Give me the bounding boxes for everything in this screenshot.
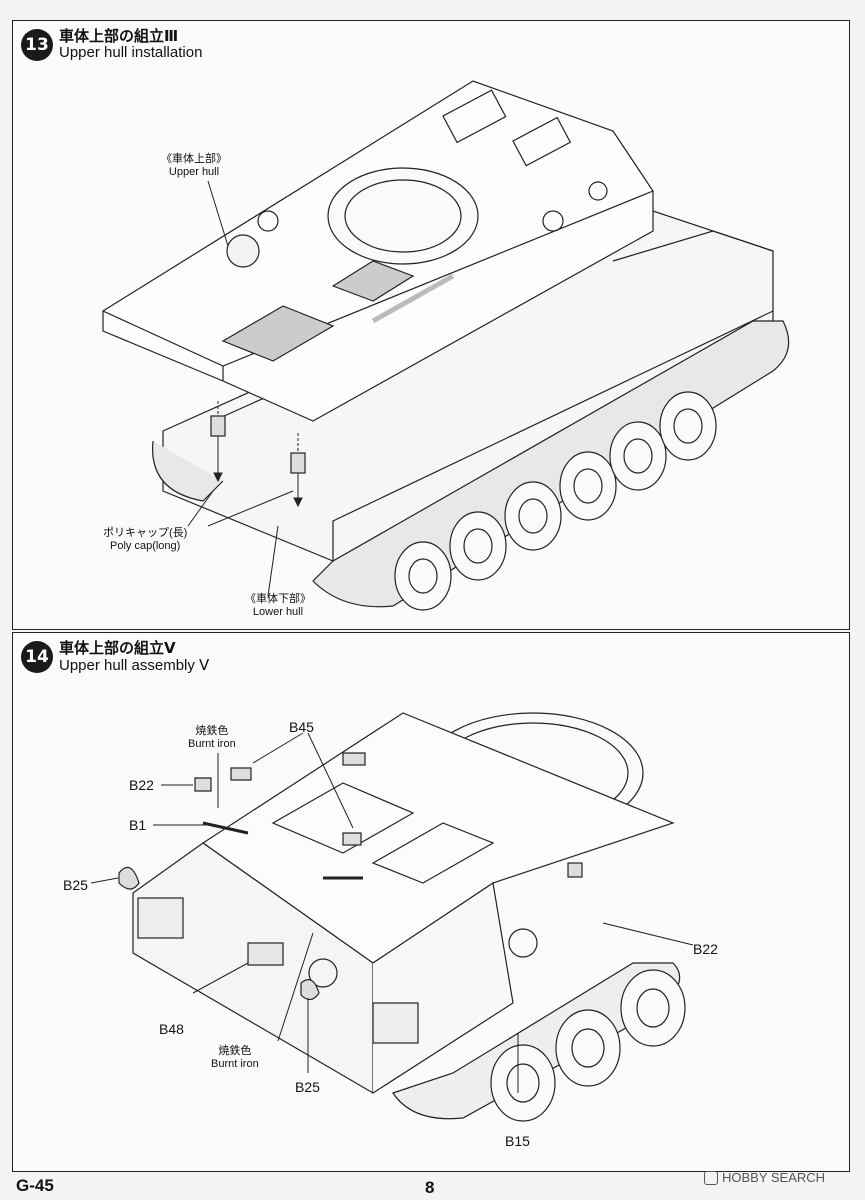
step-title-jp: 車体上部の組立Ⅴ bbox=[59, 639, 176, 657]
page-code: G-45 bbox=[16, 1176, 54, 1195]
part-b22-right-label: B22 bbox=[693, 941, 718, 957]
hull-assembly-illustration bbox=[90, 712, 694, 1122]
step-title-jp: 車体上部の組立Ⅲ bbox=[59, 27, 179, 45]
burnt-iron-label-top: 焼鉄色 Burnt iron bbox=[188, 725, 236, 750]
step-title-en: Upper hull installation bbox=[59, 44, 203, 61]
part-b25-left-label: B25 bbox=[63, 877, 88, 893]
page-number: 8 bbox=[425, 1178, 435, 1197]
burnt-iron-label-bottom: 焼鉄色 Burnt iron bbox=[211, 1045, 259, 1070]
part-b15-label: B15 bbox=[505, 1133, 530, 1149]
part-b1-label: B1 bbox=[129, 817, 147, 833]
part-b25-bottom-label: B25 bbox=[295, 1079, 320, 1095]
poly-cap-label: ポリキャップ(長) Poly cap(long) bbox=[103, 527, 188, 552]
step-13-panel: 13 車体上部の組立Ⅲ Upper hull installation bbox=[12, 20, 850, 630]
hull-installation-illustration bbox=[102, 80, 790, 611]
lower-hull-label: 《車体下部》 Lower hull bbox=[245, 593, 311, 618]
part-b45-label: B45 bbox=[289, 719, 314, 735]
part-b22-left-label: B22 bbox=[129, 777, 154, 793]
step-number-badge: 14 bbox=[21, 641, 53, 673]
logo-icon bbox=[704, 1170, 718, 1185]
watermark: HOBBY SEARCH bbox=[704, 1170, 825, 1185]
part-b48-label: B48 bbox=[159, 1021, 184, 1037]
step-title-en: Upper hull assembly Ⅴ bbox=[59, 657, 210, 674]
upper-hull-label: 《車体上部》 Upper hull bbox=[161, 153, 227, 178]
step-number-badge: 13 bbox=[21, 29, 53, 61]
step-14-panel: 14 車体上部の組立Ⅴ Upper hull assembly Ⅴ bbox=[12, 632, 850, 1172]
